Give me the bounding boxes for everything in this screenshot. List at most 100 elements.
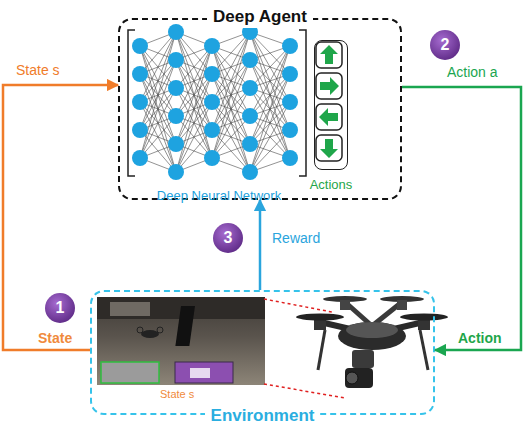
state-inset [175, 362, 233, 383]
flow-arrow [402, 87, 521, 350]
arrow-left-icon [319, 108, 338, 126]
flow-arrow [3, 85, 118, 350]
screenshot-drone [141, 330, 159, 338]
drone-propeller [296, 314, 344, 321]
drone-gimbal [352, 350, 374, 368]
network-region: Deep Neural Network [128, 30, 310, 202]
neuron [168, 80, 184, 96]
agent-box: Deep AgentDeep Neural NetworkActions [118, 18, 402, 200]
network-connection [140, 130, 176, 172]
zoom-line [264, 299, 332, 312]
network-bracket [299, 30, 306, 176]
action-icons [316, 42, 342, 161]
network-connection [176, 130, 212, 172]
action-edge-label: Action a [447, 64, 498, 80]
actions-box: Actions [314, 40, 348, 170]
network-label: Deep Neural Network [157, 188, 281, 204]
network-connection [250, 46, 290, 88]
zoom-line [264, 384, 345, 398]
neuron [242, 164, 258, 180]
callout-number: 3 [214, 228, 242, 248]
drone-shell [346, 322, 398, 338]
drone-body [338, 322, 406, 350]
reward-edge-label: Reward [272, 230, 320, 246]
neuron [168, 164, 184, 180]
neuron [168, 108, 184, 124]
simulator-screenshot [97, 297, 265, 385]
neuron [242, 52, 258, 68]
neuron [168, 136, 184, 152]
screenshot-drone [157, 327, 163, 333]
network-connection [176, 32, 212, 74]
network-connection [250, 32, 290, 74]
callout-circle [213, 223, 243, 253]
neuron [282, 150, 298, 166]
state-inset [101, 362, 159, 383]
neuron [282, 66, 298, 82]
neuron [132, 94, 148, 110]
drone-leg [318, 330, 325, 370]
neuron [168, 52, 184, 68]
action-icon [316, 73, 342, 99]
state-edge-label: State s [16, 62, 60, 78]
drone-motor [397, 300, 407, 310]
network-connection [212, 130, 250, 172]
drone-propeller [400, 314, 448, 321]
drone-lens [346, 372, 358, 384]
action-label: Action [458, 330, 502, 346]
screenshot-frame [97, 297, 265, 385]
network-neurons [132, 24, 298, 180]
callout-circle [45, 293, 75, 323]
neuron [282, 122, 298, 138]
drone-leg [420, 330, 428, 370]
agent-title: Deep Agent [207, 6, 313, 28]
drone-camera [345, 368, 373, 388]
neuron [132, 66, 148, 82]
network-connection [212, 32, 250, 74]
actions-label: Actions [310, 177, 353, 193]
callout-number: 1 [46, 298, 74, 318]
flow-arrow [259, 200, 262, 290]
neuron [282, 38, 298, 54]
network-connection [212, 116, 250, 158]
screenshot-object [175, 306, 195, 346]
neuron [204, 66, 220, 82]
network-connection [140, 32, 176, 74]
action-icon [316, 104, 342, 130]
network-connection [250, 130, 290, 172]
network-connections [140, 32, 290, 172]
neuron [242, 80, 258, 96]
environment-title: Environment [205, 405, 321, 427]
arrow-right-icon [320, 77, 339, 95]
arrow-down-icon [320, 139, 338, 158]
neuron [242, 136, 258, 152]
neuron [204, 122, 220, 138]
drone-motor [340, 300, 350, 310]
arrow-up-icon [320, 45, 338, 64]
neuron [204, 38, 220, 54]
neuron [132, 38, 148, 54]
state-label: State [38, 330, 72, 346]
environment-box: Environment [90, 290, 435, 415]
screenshot-drone [137, 327, 143, 333]
action-icon [316, 42, 342, 68]
action-icon [316, 135, 342, 161]
neuron [132, 122, 148, 138]
screenshot-window [110, 302, 150, 316]
callout-number: 2 [431, 35, 459, 55]
neuron [204, 94, 220, 110]
drone-illustration [296, 296, 448, 388]
network-connection [176, 46, 212, 88]
neuron [242, 108, 258, 124]
neuron [132, 150, 148, 166]
network-bracket [128, 30, 135, 176]
state-inset [190, 368, 210, 378]
neuron [204, 150, 220, 166]
neuron [282, 94, 298, 110]
callout-circle [430, 30, 460, 60]
network-connection [140, 116, 176, 158]
state-caption: State s [160, 388, 194, 401]
neuron [168, 24, 184, 40]
